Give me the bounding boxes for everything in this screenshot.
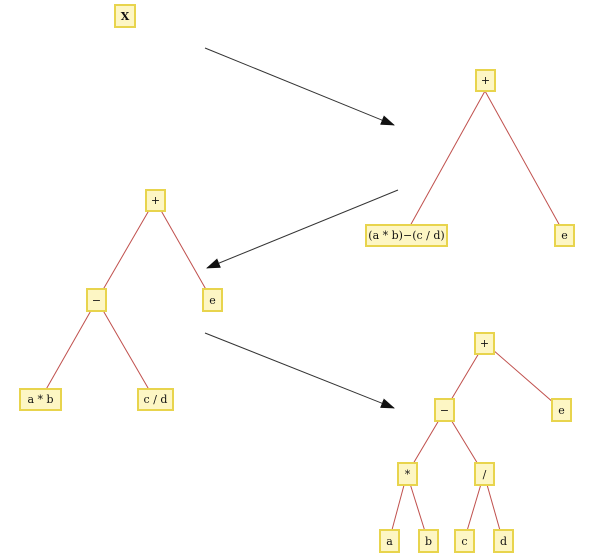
tree3-leaf-a-label: a xyxy=(386,535,393,548)
tree1-right-node: e xyxy=(554,224,575,247)
tree2-right-leaf-node: c / d xyxy=(137,388,174,411)
tree3-leaf-d-label: d xyxy=(500,535,507,548)
tree3-leaf-b-label: b xyxy=(425,535,432,548)
tree1-left-node: (a * b)−(c / d) xyxy=(365,224,448,247)
start-node-label: X xyxy=(121,10,130,23)
tree1-edge-root-left xyxy=(404,90,486,236)
tree3-divide-label: / xyxy=(483,468,487,481)
tree3-edge-root-e xyxy=(484,342,563,411)
tree3-divide-node: / xyxy=(474,462,495,486)
tree2-root-label: + xyxy=(151,194,160,207)
tree2-minus-node: − xyxy=(86,288,107,312)
tree3-leaf-a-node: a xyxy=(379,529,400,553)
tree3-leaf-c-label: c xyxy=(461,535,467,548)
tree3-right-node: e xyxy=(551,398,572,422)
tree3-leaf-b-node: b xyxy=(418,529,439,553)
tree3-minus-node: − xyxy=(434,398,455,422)
tree3-root-label: + xyxy=(480,337,489,350)
tree1-right-label: e xyxy=(561,229,568,242)
tree2-left-leaf-label: a * b xyxy=(27,393,53,406)
tree2-root-node: + xyxy=(145,189,166,212)
tree2-minus-label: − xyxy=(92,294,101,307)
tree1-left-label: (a * b)−(c / d) xyxy=(368,229,444,242)
tree3-leaf-d-node: d xyxy=(493,529,514,553)
tree3-right-label: e xyxy=(558,404,565,417)
tree1-root-label: + xyxy=(481,74,490,87)
tree3-minus-label: − xyxy=(440,404,449,417)
tree3-leaf-c-node: c xyxy=(454,529,475,553)
tree2-right-leaf-label: c / d xyxy=(144,393,168,406)
tree2-edge-minus-cd xyxy=(96,299,156,401)
tree2-left-leaf-node: a * b xyxy=(19,388,62,411)
tree2-right-label: e xyxy=(209,294,216,307)
tree2-edge-root-minus xyxy=(96,199,156,301)
tree2-edge-root-e xyxy=(154,199,213,301)
tree3-root-node: + xyxy=(474,332,495,355)
tree3-times-node: * xyxy=(397,462,418,486)
tree3-times-label: * xyxy=(405,468,411,481)
tree1-edge-root-right xyxy=(484,90,566,236)
arrow-start-to-tree1 xyxy=(204,47,395,126)
tree2-right-node: e xyxy=(202,288,223,312)
start-node: X xyxy=(114,4,136,28)
arrow-tree1-to-tree2 xyxy=(206,189,399,269)
arrow-tree2-to-tree3 xyxy=(204,332,395,409)
tree1-root-node: + xyxy=(475,69,496,92)
tree2-edge-minus-ab xyxy=(39,299,98,401)
